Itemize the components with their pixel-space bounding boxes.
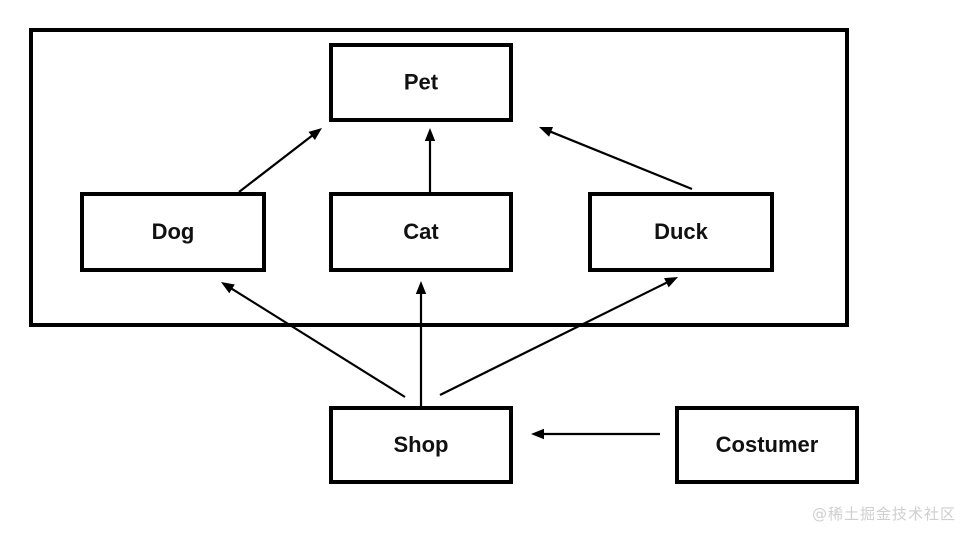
node-cat[interactable]: Cat	[329, 192, 513, 272]
node-box	[329, 406, 513, 484]
arrowhead-icon	[664, 277, 678, 288]
edge-shop-to-dog[interactable]	[221, 282, 406, 398]
arrowhead-icon	[531, 428, 544, 440]
node-label: Cat	[403, 219, 439, 244]
arrowhead-icon	[221, 282, 235, 294]
node-layer: Pet Dog Cat Duck Shop Costumer	[80, 43, 859, 484]
arrowhead-icon	[539, 127, 553, 137]
node-box	[329, 43, 513, 122]
arrowhead-icon	[424, 128, 436, 141]
edge-dog-to-pet[interactable]	[238, 128, 322, 193]
edge-line	[439, 279, 673, 396]
node-label: Pet	[404, 69, 439, 94]
edge-line	[545, 128, 693, 191]
node-box	[329, 192, 513, 272]
pet-group-container[interactable]	[29, 28, 849, 327]
node-dog[interactable]: Dog	[80, 192, 266, 272]
node-pet[interactable]: Pet	[329, 43, 513, 122]
watermark: @稀土掘金技术社区	[811, 505, 956, 523]
node-costumer[interactable]: Costumer	[675, 406, 859, 484]
edge-duck-to-pet[interactable]	[539, 127, 693, 191]
arrowhead-icon	[308, 128, 322, 141]
node-duck[interactable]: Duck	[588, 192, 774, 272]
edge-line	[226, 284, 406, 398]
node-label: Duck	[654, 219, 709, 244]
node-box	[675, 406, 859, 484]
edge-shop-to-cat[interactable]	[415, 281, 427, 407]
edge-shop-to-duck[interactable]	[439, 277, 678, 396]
node-shop[interactable]: Shop	[329, 406, 513, 484]
node-label: Dog	[152, 219, 195, 244]
edge-layer	[221, 127, 693, 440]
edge-line	[238, 131, 318, 193]
node-box	[80, 192, 266, 272]
node-box	[588, 192, 774, 272]
node-label: Shop	[394, 432, 449, 457]
edge-costumer-to-shop[interactable]	[531, 428, 660, 440]
arrowhead-icon	[415, 281, 427, 294]
pet-group-border	[29, 28, 849, 327]
node-label: Costumer	[716, 432, 819, 457]
edge-cat-to-pet[interactable]	[424, 128, 436, 192]
